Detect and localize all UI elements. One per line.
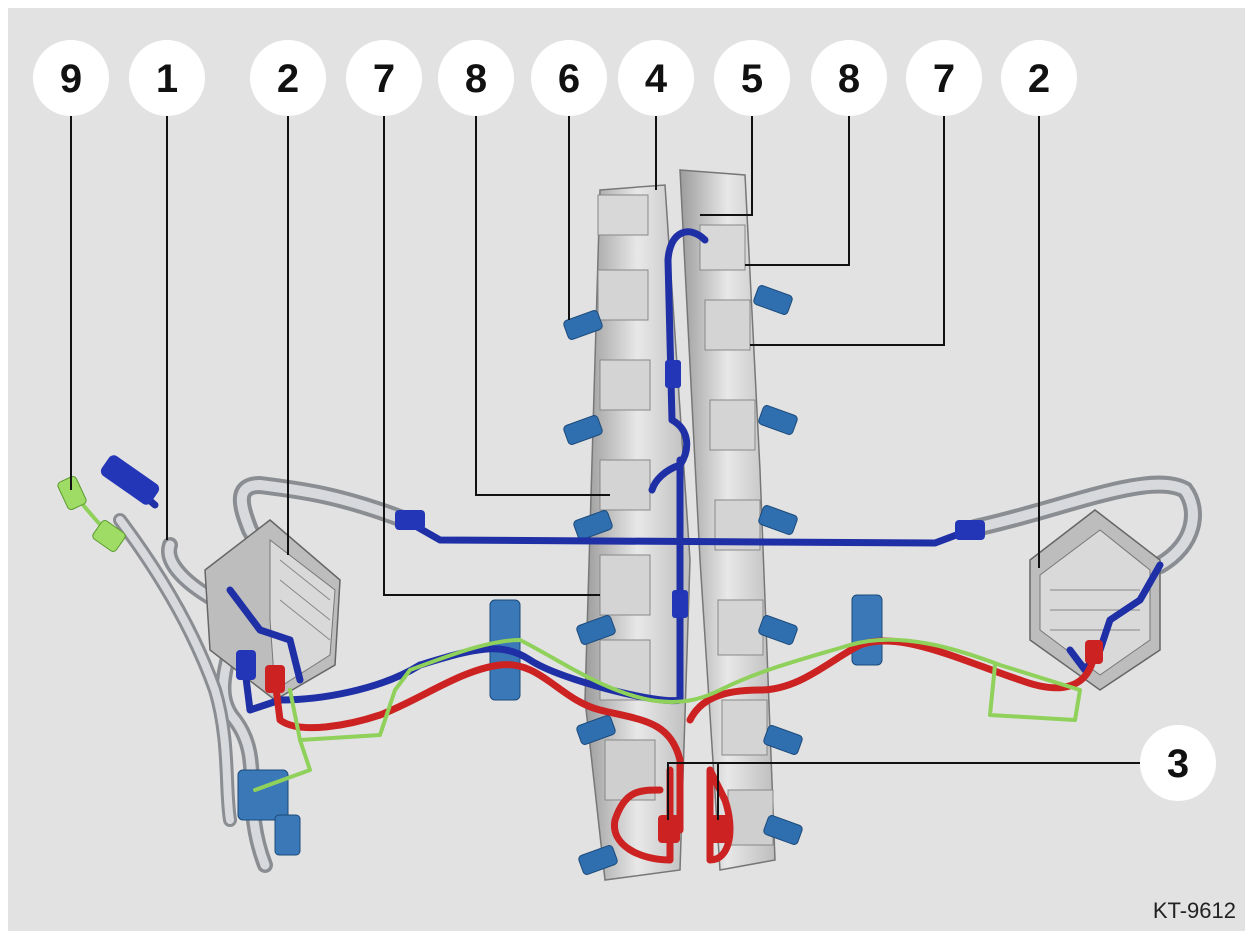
callout-8-right-circle	[811, 40, 887, 116]
callout-2-right-circle	[1001, 40, 1077, 116]
callout-6-label: 6	[558, 57, 580, 101]
callout-3-label: 3	[1167, 742, 1189, 786]
red-connectors	[265, 640, 1103, 843]
callout-2-left-label: 2	[277, 57, 299, 101]
callout-8-left-label: 8	[465, 57, 487, 101]
blue-connectors	[100, 360, 985, 680]
callout-8-right-label: 8	[838, 57, 860, 101]
callout-7-left-label: 7	[373, 57, 395, 101]
callout-2-right-label: 2	[1028, 57, 1050, 101]
callout-6-circle	[531, 40, 607, 116]
callout-5-label: 5	[741, 57, 763, 101]
green-connectors	[57, 475, 126, 552]
reference-code: KT-9612	[1153, 898, 1236, 923]
callout-8-left-circle	[438, 40, 514, 116]
callout-circles	[33, 40, 1216, 801]
callout-9-circle	[33, 40, 109, 116]
callout-3-circle	[1140, 725, 1216, 801]
callout-9-label: 9	[60, 57, 82, 101]
left-injectors	[563, 310, 618, 875]
callout-7-right-label: 7	[933, 57, 955, 101]
callout-1-circle	[129, 40, 205, 116]
callout-4-circle	[618, 40, 694, 116]
left-rail-block	[584, 184, 691, 881]
callout-5-circle	[714, 40, 790, 116]
callout-4-label: 4	[645, 57, 668, 101]
callout-7-left-circle	[346, 40, 422, 116]
leader-lines	[70, 115, 1140, 820]
callout-1-label: 1	[156, 57, 178, 101]
callout-2-left-circle	[250, 40, 326, 116]
callout-7-right-circle	[906, 40, 982, 116]
right-pump	[1029, 509, 1161, 691]
right-injectors	[753, 285, 803, 845]
callout-labels: 9 1 2 7 8 6 4 5 8 7 2 3	[60, 57, 1189, 786]
